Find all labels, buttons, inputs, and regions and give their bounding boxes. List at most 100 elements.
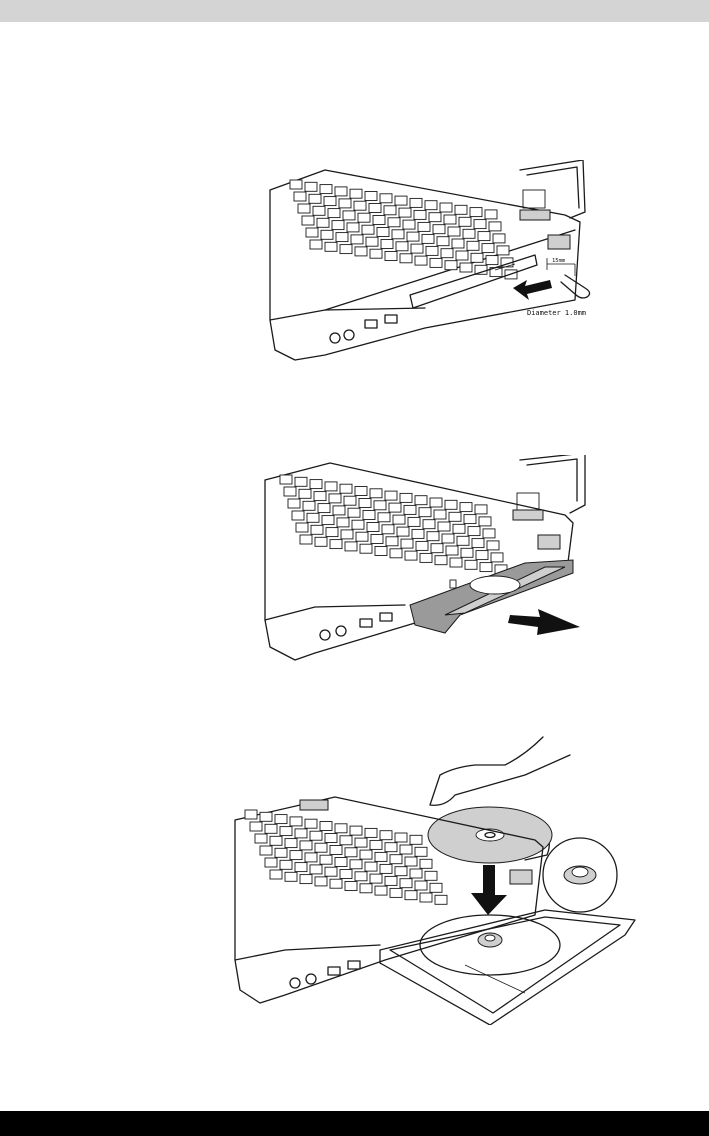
- length-label: 15mm: [552, 258, 566, 264]
- keyboard-key: [302, 216, 314, 225]
- keyboard-key: [415, 496, 427, 505]
- keyboard-key: [393, 515, 405, 524]
- keyboard-key: [324, 197, 336, 206]
- keyboard-key: [280, 475, 292, 484]
- keyboard-key: [341, 530, 353, 539]
- keyboard: [290, 180, 517, 279]
- keyboard-key: [385, 876, 397, 885]
- keyboard-key: [425, 871, 437, 880]
- keyboard-key: [370, 489, 382, 498]
- keyboard-key: [329, 494, 341, 503]
- keyboard-key: [305, 853, 317, 862]
- keyboard: [245, 810, 447, 904]
- keyboard-key: [335, 824, 347, 833]
- page-header-bar: [0, 0, 709, 22]
- keyboard-key: [290, 817, 302, 826]
- usb-port: [328, 967, 340, 975]
- vga-port: [548, 235, 570, 249]
- keyboard-key: [356, 532, 368, 541]
- keyboard-key: [429, 213, 441, 222]
- keyboard-key: [453, 524, 465, 533]
- keyboard-key: [307, 513, 319, 522]
- keyboard-key: [385, 843, 397, 852]
- keyboard-key: [295, 863, 307, 872]
- audio-jack: [306, 974, 316, 984]
- keyboard-key: [310, 831, 322, 840]
- keyboard-key: [265, 824, 277, 833]
- keyboard-key: [464, 515, 476, 524]
- keyboard-key: [455, 205, 467, 214]
- keyboard-key: [370, 840, 382, 849]
- keyboard-key: [311, 525, 323, 534]
- keyboard-key: [337, 518, 349, 527]
- keyboard-key: [457, 536, 469, 545]
- keyboard-key: [452, 239, 464, 248]
- keyboard-key: [315, 877, 327, 886]
- keyboard-key: [375, 547, 387, 556]
- keyboard-key: [395, 833, 407, 842]
- keyboard-key: [320, 822, 332, 831]
- keyboard-key: [360, 544, 372, 553]
- keyboard-key: [445, 500, 457, 509]
- keyboard-key: [491, 553, 503, 562]
- keyboard-key: [410, 869, 422, 878]
- push-arrow-icon: [513, 280, 552, 300]
- keyboard-key: [306, 228, 318, 237]
- keyboard-key: [435, 895, 447, 904]
- keyboard-key: [310, 240, 322, 249]
- audio-jack: [290, 978, 300, 988]
- keyboard-key: [362, 225, 374, 234]
- keyboard-key: [416, 541, 428, 550]
- keyboard-key: [467, 241, 479, 250]
- figure-eject-hole: 15mm Diameter 1.0mm: [265, 160, 610, 375]
- keyboard-key: [299, 489, 311, 498]
- keyboard-key: [420, 553, 432, 562]
- keyboard-key: [405, 551, 417, 560]
- keyboard-key: [320, 185, 332, 194]
- keyboard-key: [366, 237, 378, 246]
- keyboard-key: [485, 210, 497, 219]
- disc: [428, 807, 552, 863]
- keyboard-key: [275, 815, 287, 824]
- keyboard-key: [381, 240, 393, 249]
- keyboard-key: [345, 848, 357, 857]
- keyboard-key: [310, 865, 322, 874]
- keyboard-key: [355, 247, 367, 256]
- keyboard-key: [480, 563, 492, 572]
- keyboard-key: [326, 528, 338, 537]
- keyboard-key: [400, 845, 412, 854]
- figure-insert-disc: [225, 735, 645, 1025]
- keyboard-key: [340, 870, 352, 879]
- keyboard-key: [460, 263, 472, 272]
- keyboard-key: [325, 242, 337, 251]
- keyboard-key: [332, 221, 344, 230]
- keyboard-key: [382, 525, 394, 534]
- keyboard-key: [318, 504, 330, 513]
- keyboard-key: [360, 850, 372, 859]
- keyboard-key: [374, 501, 386, 510]
- speaker-grille: [513, 510, 543, 520]
- keyboard-key: [335, 187, 347, 196]
- keyboard-key: [476, 551, 488, 560]
- keyboard-key: [250, 822, 262, 831]
- keyboard-key: [430, 498, 442, 507]
- audio-jack: [344, 330, 354, 340]
- audio-jack: [330, 333, 340, 343]
- keyboard-key: [479, 517, 491, 526]
- keyboard-key: [408, 517, 420, 526]
- keyboard-key: [449, 512, 461, 521]
- vga-port: [538, 535, 560, 549]
- hand-illustration: [430, 737, 570, 805]
- keyboard-key: [285, 872, 297, 881]
- laptop-illustration: 15mm Diameter 1.0mm: [265, 160, 610, 375]
- keyboard-key: [295, 477, 307, 486]
- keyboard-key: [367, 523, 379, 532]
- keyboard-key: [392, 230, 404, 239]
- keyboard-key: [300, 841, 312, 850]
- keyboard-key: [400, 879, 412, 888]
- keyboard-key: [340, 245, 352, 254]
- keyboard-key: [330, 879, 342, 888]
- keyboard-key: [325, 834, 337, 843]
- keyboard-key: [478, 232, 490, 241]
- keyboard-key: [335, 858, 347, 867]
